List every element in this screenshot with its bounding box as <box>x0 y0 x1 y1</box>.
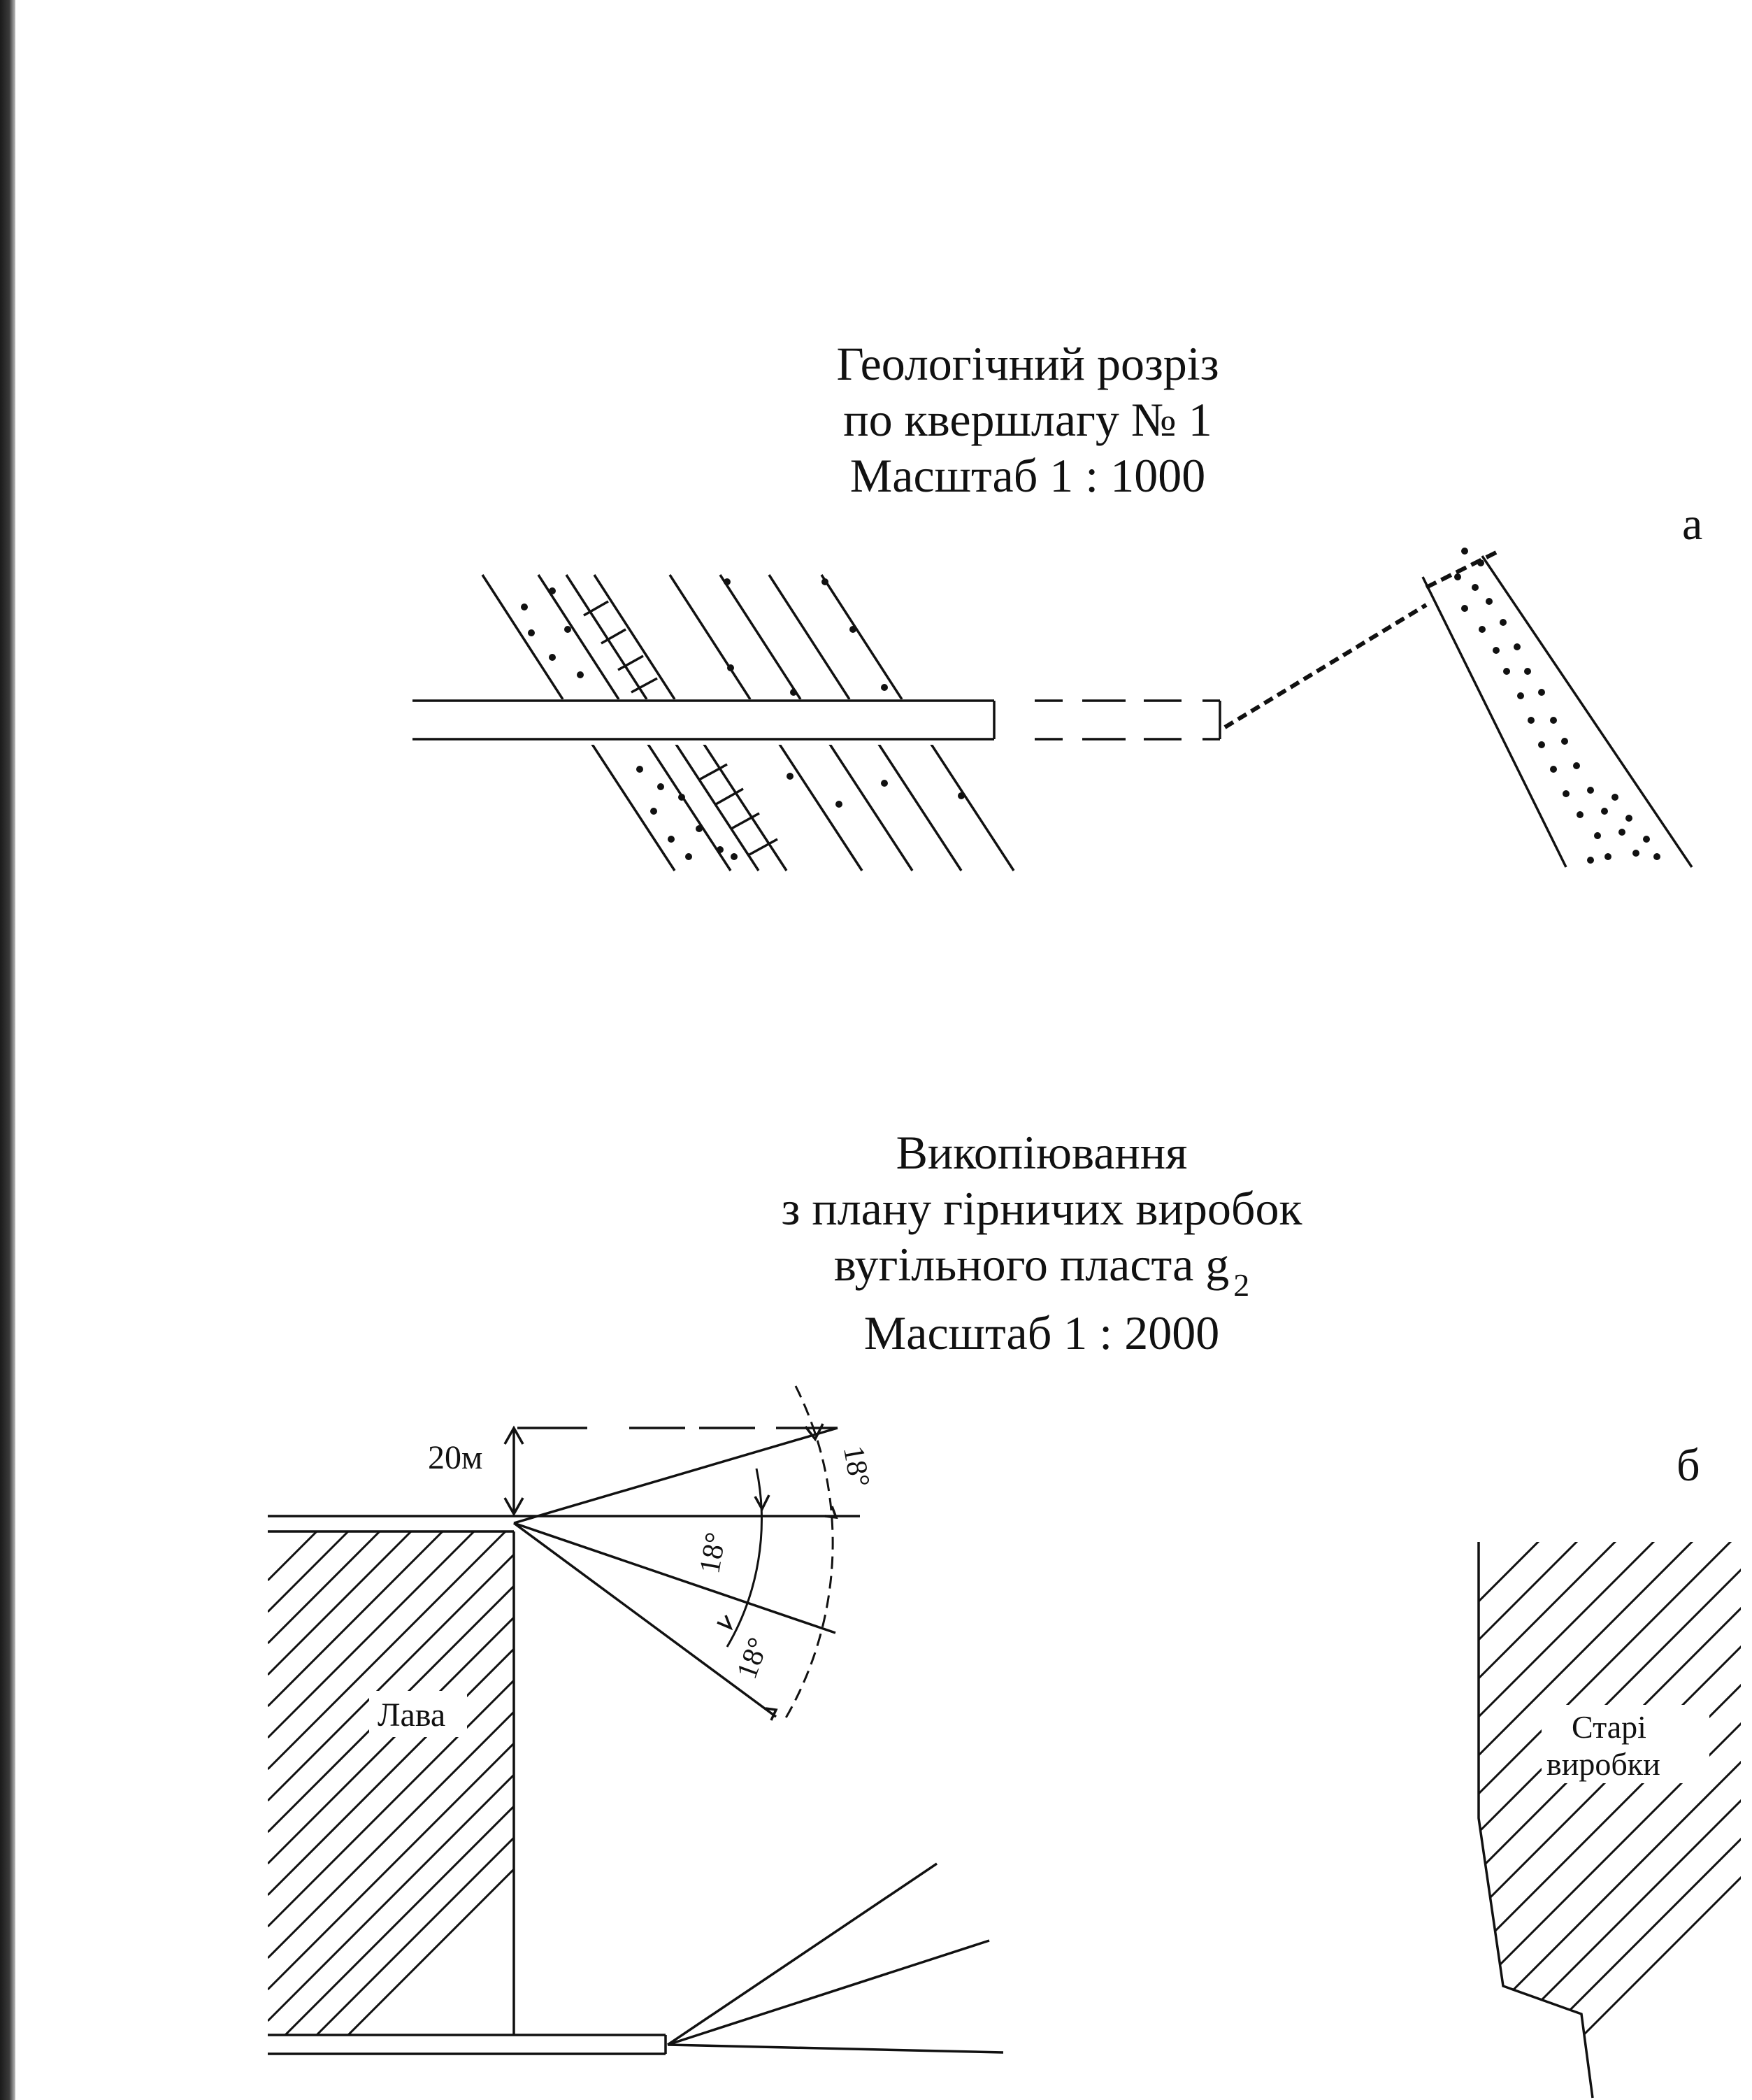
crosscut <box>412 699 1221 741</box>
section-b-title-subscript: 2 <box>1233 1267 1250 1303</box>
strata-upper <box>481 574 903 699</box>
strata-upper-dots <box>521 578 888 696</box>
old-workings-boundary <box>1477 1542 1594 2099</box>
panel-letter-a: а <box>1682 499 1703 550</box>
mine-plan <box>268 1385 1741 2099</box>
strata-lower <box>591 745 1015 871</box>
sandstone-layer <box>1421 550 1693 868</box>
section-a-title: Геологічний розріз по квершлагу № 1 Масш… <box>727 336 1328 503</box>
panel-letter-b: б <box>1676 1440 1700 1491</box>
sandstone-dots <box>1454 548 1660 864</box>
section-a-title-line2: по квершлагу № 1 <box>843 393 1212 446</box>
angle-label-3: 18° <box>731 1634 775 1683</box>
section-b-title: Викопіювання з плану гірничих виробок ву… <box>699 1124 1384 1361</box>
section-a-scale: Масштаб 1 : 1000 <box>849 449 1206 502</box>
lava-label: Лава <box>378 1697 445 1734</box>
old-workings-hatch <box>1479 1542 1741 2098</box>
geological-section <box>412 548 1693 871</box>
section-b-title-line2: з плану гірничих виробок <box>781 1182 1302 1235</box>
scan-edge <box>0 0 15 2100</box>
angle-label-1: 18° <box>837 1443 876 1490</box>
distance-label: 20м <box>428 1439 482 1476</box>
old-workings-label-2: виробки <box>1546 1746 1660 1782</box>
old-workings-label-bg <box>1542 1705 1709 1783</box>
section-b-title-line1: Викопіювання <box>896 1126 1188 1179</box>
projection-line <box>1223 603 1428 729</box>
old-workings-label-1: Старі <box>1572 1709 1646 1745</box>
section-b-scale: Масштаб 1 : 2000 <box>863 1306 1220 1359</box>
strata-lower-dots <box>636 766 965 860</box>
section-a-title-line1: Геологічний розріз <box>836 337 1219 390</box>
section-b-title-line3-text: вугільного пласта g <box>833 1238 1230 1291</box>
lava-label-bg <box>369 1691 467 1737</box>
angle-label-2: 18° <box>694 1530 733 1576</box>
